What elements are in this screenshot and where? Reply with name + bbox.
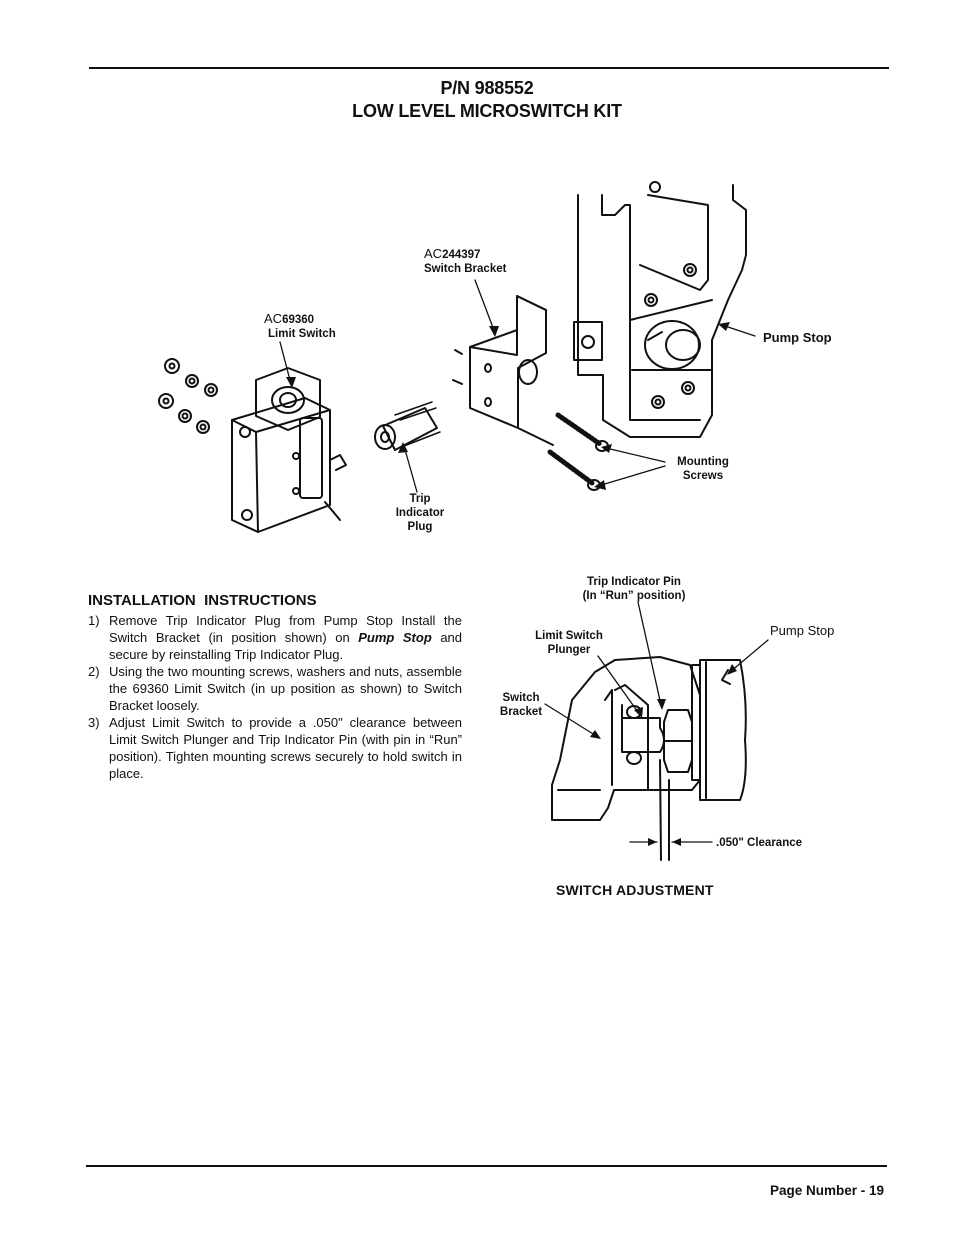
list-item: 1)Remove Trip Indicator Plug from Pump S…: [88, 613, 463, 662]
clearance-label: .050" Clearance: [716, 837, 803, 849]
switch-adjustment-caption: SWITCH ADJUSTMENT: [556, 882, 714, 898]
kit-title: LOW LEVEL MICROSWITCH KIT: [352, 101, 622, 121]
trip-indicator-pin-label: Trip Indicator Pin (In “Run” position): [582, 576, 686, 602]
bottom-rule: [86, 1165, 887, 1167]
instructions-heading: INSTALLATION INSTRUCTIONS: [88, 592, 317, 609]
pump-stop-label-bottom: Pump Stop: [770, 623, 835, 638]
limit-switch-plunger-label: Limit Switch Plunger: [535, 630, 603, 656]
page-number: Page Number - 19: [769, 1183, 884, 1198]
top-rule: [89, 67, 889, 69]
list-item: 2)Using the two mounting screws, washers…: [88, 664, 462, 713]
list-item: 3)Adjust Limit Switch to provide a .050"…: [88, 715, 462, 781]
switch-bracket-adj-label: Switch Bracket: [499, 692, 543, 718]
limit-switch-label: AC69360 Limit Switch: [264, 311, 336, 341]
switch-bracket-label: AC244397 Switch Bracket: [424, 246, 507, 276]
part-number-title: P/N 988552: [440, 78, 534, 98]
instructions-list: 1)Remove Trip Indicator Plug from Pump S…: [88, 612, 462, 782]
mounting-screws-label: Mounting Screws: [677, 456, 729, 482]
pump-stop-label-top: Pump Stop: [763, 330, 832, 345]
trip-indicator-plug-label: Trip Indicator Plug: [395, 493, 445, 533]
